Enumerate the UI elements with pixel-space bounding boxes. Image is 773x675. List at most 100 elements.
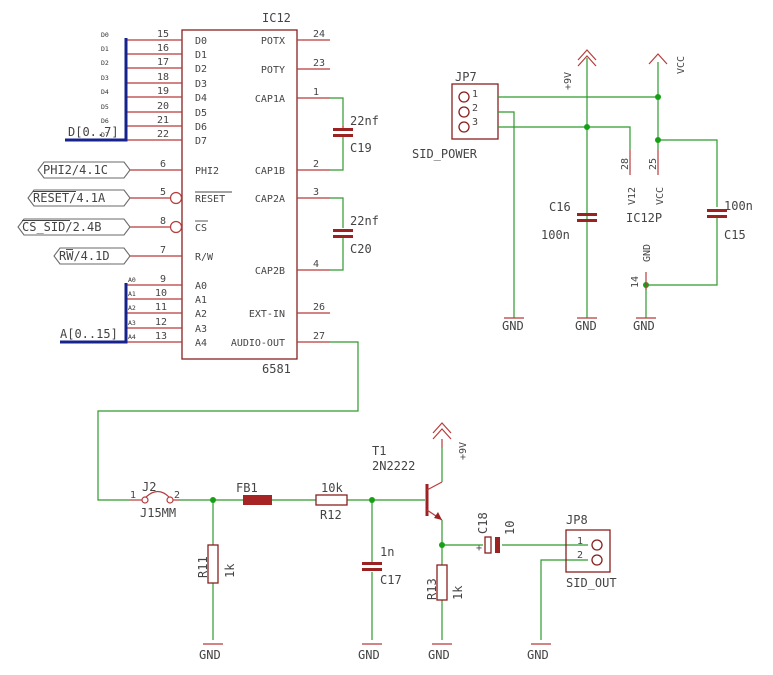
- bus-tap-label: D1: [101, 45, 109, 53]
- reset-label: RESET/4.1A: [33, 191, 106, 205]
- capacitor-c16[interactable]: C16 100n: [541, 200, 597, 242]
- pin-num: 24: [313, 29, 325, 40]
- j2-pin: 2: [174, 490, 180, 501]
- rw-label: RW/4.1D: [59, 249, 110, 263]
- c15-value: 100n: [724, 199, 753, 213]
- pin-label: POTY: [261, 65, 285, 76]
- c16-value: 100n: [541, 228, 570, 242]
- pin-label: R/W: [195, 252, 214, 263]
- pin-num: 14: [630, 276, 641, 288]
- resistor-r12[interactable]: 10k R12: [315, 481, 348, 522]
- gnd-label: GND: [502, 319, 524, 333]
- bus-tap-label: D7: [101, 131, 109, 139]
- jp8-label: SID_OUT: [566, 576, 617, 590]
- pin-num: 4: [313, 259, 319, 270]
- ic12p-power-part[interactable]: 28 25 V12 VCC GND 14 IC12P: [620, 150, 666, 290]
- gnd-label: GND: [527, 648, 549, 662]
- pin-label: A0: [195, 281, 207, 292]
- pin-num: 5: [160, 187, 166, 198]
- capacitor-c19[interactable]: 22nf C19: [330, 97, 379, 171]
- gnd-symbol: GND: [575, 317, 597, 333]
- pin-num: 28: [620, 158, 631, 170]
- j2-value: J15MM: [140, 506, 176, 520]
- fb1-ferrite-bead[interactable]: FB1: [236, 481, 272, 505]
- pin-num: 23: [313, 58, 325, 69]
- jp7-sid-power-jumper[interactable]: JP7 1 2 3 SID_POWER: [412, 70, 499, 161]
- pin-label: V12: [627, 187, 638, 205]
- capacitor-c18[interactable]: + C18 10: [476, 512, 517, 554]
- ic12-left-pins: 15 16 17 18 19 20 21 22 6 5 8 7 9 10 11 …: [126, 29, 232, 349]
- capacitor-c17[interactable]: 1n C17: [362, 545, 402, 587]
- pin-num: 8: [160, 216, 166, 227]
- ic12-symbol[interactable]: IC12 6581: [181, 11, 298, 376]
- ic12-part: 6581: [262, 362, 291, 376]
- j2-jumper[interactable]: J2 1 2 J15MM: [130, 480, 180, 520]
- jp8-sid-out-jumper[interactable]: JP8 1 2 SID_OUT: [565, 513, 617, 590]
- data-bus[interactable]: D0 D1 D2 D3 D4 D5 D6 D7 D[0..7]: [65, 31, 128, 142]
- pin-label: PHI2: [195, 166, 219, 177]
- ic12-name: IC12: [262, 11, 291, 25]
- pin-label: VCC: [655, 187, 666, 205]
- pin-num: 7: [160, 245, 166, 256]
- bus-tap-label: D6: [101, 117, 109, 125]
- pin-num: 3: [313, 187, 319, 198]
- pin-num: 11: [155, 302, 167, 313]
- phi2-label: PHI2/4.1C: [43, 163, 108, 177]
- pin-label: CAP2A: [255, 194, 285, 205]
- bus-tap-label: D2: [101, 59, 109, 67]
- bus-tap-label: A3: [128, 319, 136, 327]
- pin-num: 19: [157, 86, 169, 97]
- signal-labels: PHI2/4.1C RESET/4.1A CS_SID/2.4B RW/4.1D: [17, 161, 131, 265]
- t1-value: 2N2222: [372, 459, 415, 473]
- pin-label: GND: [642, 244, 653, 262]
- pin-num: 9: [160, 274, 166, 285]
- pin-num: 25: [648, 158, 659, 170]
- jp7-label: SID_POWER: [412, 147, 478, 161]
- gnd-symbol: GND: [502, 317, 524, 333]
- r11-name: R11: [196, 556, 210, 578]
- pin-label: D4: [195, 93, 207, 104]
- pin-label: A1: [195, 295, 207, 306]
- pin-label: D5: [195, 108, 207, 119]
- ic12-right-pins: 24 23 1 2 3 4 26 27 POTX POTY CAP1A CAP1…: [231, 29, 330, 349]
- c18-name: C18: [476, 512, 490, 534]
- pin-num: 17: [157, 57, 169, 68]
- gnd-symbol: GND: [527, 643, 551, 662]
- jp7-pin: 3: [472, 117, 478, 128]
- j2-name: J2: [142, 480, 156, 494]
- jp7-name: JP7: [455, 70, 477, 84]
- resistor-r13[interactable]: R13 1k: [425, 564, 465, 601]
- gnd-label: GND: [199, 648, 221, 662]
- pin-num: 16: [157, 43, 169, 54]
- pin-num: 26: [313, 302, 325, 313]
- data-bus-label: D[0..7]: [68, 125, 119, 139]
- vcc-supply-symbol: VCC: [648, 53, 687, 74]
- r13-value: 1k: [451, 585, 465, 600]
- pin-label: RESET: [195, 194, 225, 205]
- bus-tap-label: A4: [128, 333, 136, 341]
- address-bus[interactable]: A0 A1 A2 A3 A4 A[0..15]: [60, 276, 136, 344]
- bus-tap-label: A0: [128, 276, 136, 284]
- gnd-symbol: GND: [633, 317, 656, 333]
- transistor-t1[interactable]: T1 2N2222: [372, 444, 443, 521]
- r11-value: 1k: [223, 563, 237, 578]
- c20-value: 22nf: [350, 214, 379, 228]
- pin-label: D1: [195, 50, 207, 61]
- plus9v-supply-symbol: +9V: [432, 422, 469, 460]
- c20-name: C20: [350, 242, 372, 256]
- pin-label: CAP2B: [255, 266, 285, 277]
- pin-num: 2: [313, 159, 319, 170]
- r12-value: 10k: [321, 481, 343, 495]
- plus-sign: +: [476, 543, 482, 554]
- pin-label: EXT-IN: [249, 309, 285, 320]
- c16-name: C16: [549, 200, 571, 214]
- supply-label: +9V: [563, 72, 574, 90]
- jp8-pin: 2: [577, 550, 583, 561]
- resistor-r11[interactable]: R11 1k: [196, 544, 237, 584]
- bus-tap-label: A1: [128, 290, 136, 298]
- capacitor-c20[interactable]: 22nf C20: [330, 197, 379, 271]
- pin-label: A3: [195, 324, 207, 335]
- capacitor-c15[interactable]: 100n C15: [707, 199, 753, 242]
- pin-num: 15: [157, 29, 169, 40]
